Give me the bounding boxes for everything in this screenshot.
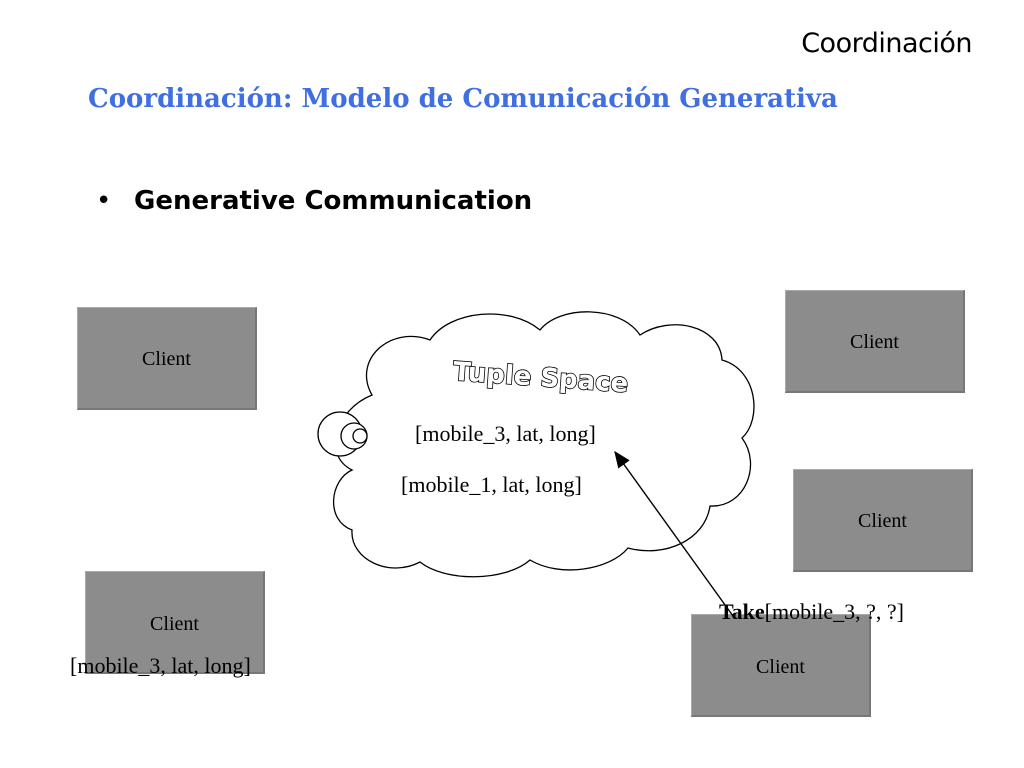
client-label: Client bbox=[756, 656, 805, 678]
client-box-middle-right: Client bbox=[793, 469, 973, 572]
thought-bubble-small bbox=[352, 428, 368, 444]
bullet-text: Generative Communication bbox=[134, 186, 533, 216]
take-operation: Take[mobile_3, ?, ?] bbox=[719, 599, 904, 625]
client-label: Client bbox=[142, 348, 191, 370]
take-arrow bbox=[614, 450, 734, 617]
client-box-bottom-left: Client bbox=[85, 571, 265, 674]
client-label: Client bbox=[858, 510, 907, 532]
tuple-mobile-1: [mobile_1, lat, long] bbox=[401, 472, 582, 497]
bullet-marker: • bbox=[96, 186, 112, 216]
client-box-top-right: Client bbox=[785, 290, 965, 393]
take-keyword: Take bbox=[719, 599, 765, 624]
client-label: Client bbox=[850, 331, 899, 353]
tuple-mobile-3: [mobile_3, lat, long] bbox=[415, 421, 596, 446]
client-label: Client bbox=[150, 613, 199, 635]
client-tuple-label: [mobile_3, lat, long] bbox=[70, 653, 251, 678]
slide-title: Coordinación: Modelo de Comunicación Gen… bbox=[88, 84, 838, 114]
bullet-item: • Generative Communication bbox=[96, 186, 532, 216]
take-pattern: [mobile_3, ?, ?] bbox=[764, 599, 904, 624]
section-label: Coordinación bbox=[801, 28, 972, 59]
client-box-top-left: Client bbox=[77, 307, 257, 410]
client-box-bottom-right: Client bbox=[691, 614, 871, 717]
tuple-space-cloud bbox=[332, 311, 755, 578]
